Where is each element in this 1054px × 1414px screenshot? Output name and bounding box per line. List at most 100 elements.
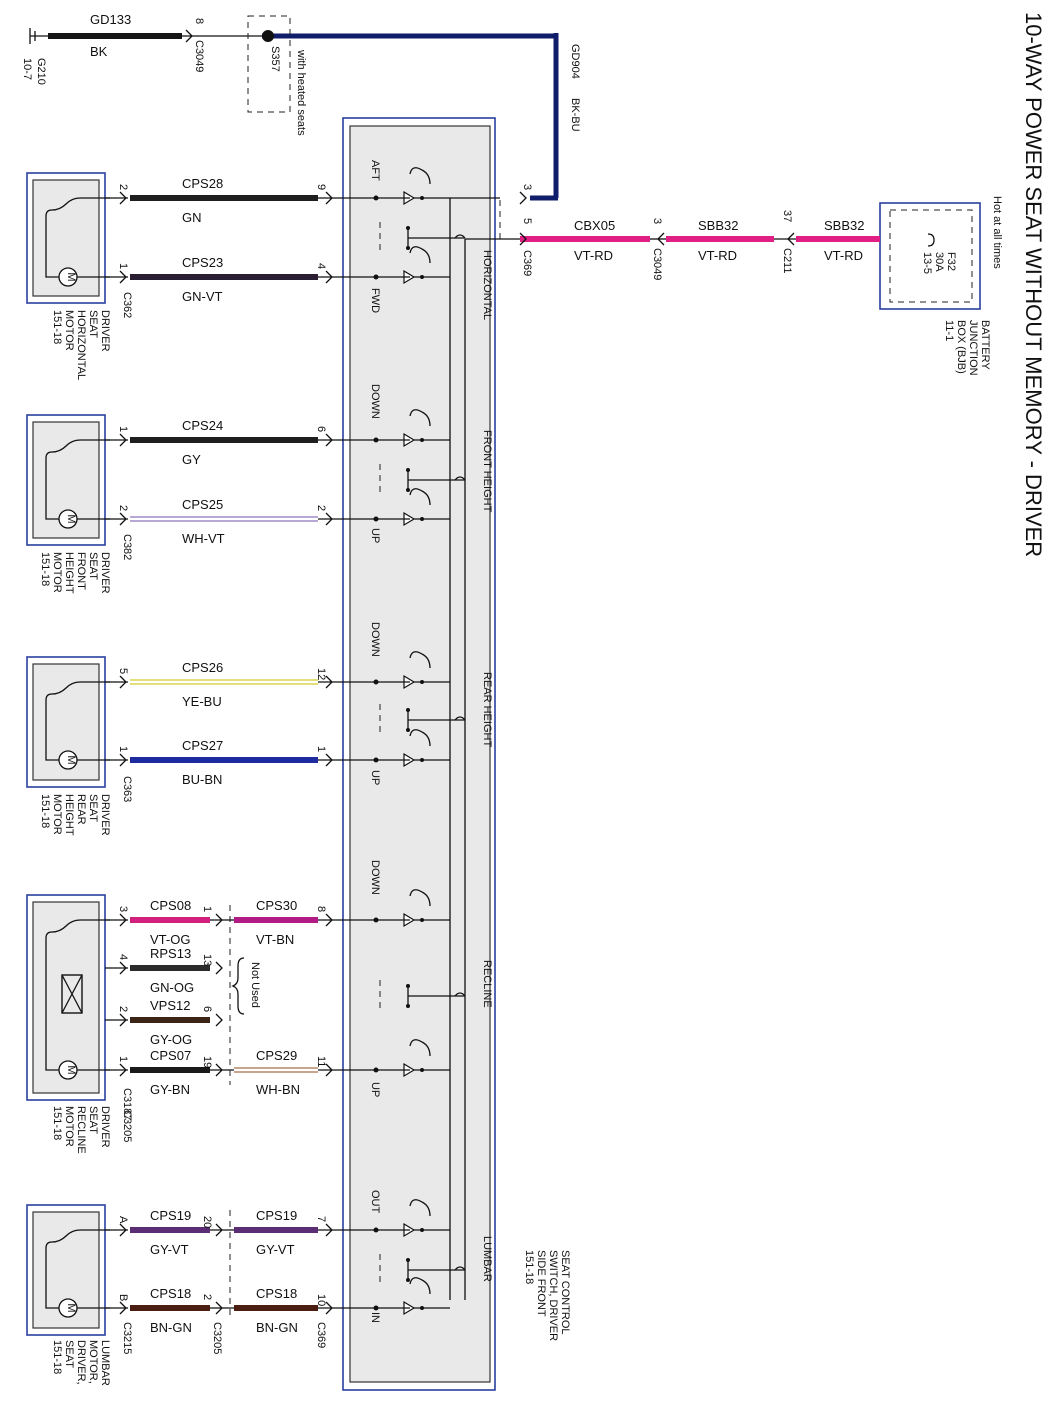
circuit-label: CPS29 [256, 1048, 297, 1063]
switch-node [420, 758, 424, 762]
ground-circuit-label: GD133 [90, 12, 131, 27]
switch-connector-arrow [325, 753, 333, 767]
svg-text:MOTOR: MOTOR [51, 552, 63, 593]
circuit-label: CPS23 [182, 255, 223, 270]
switch-pin: 9 [315, 184, 327, 190]
switch-node [420, 1068, 424, 1072]
splice-name: S357 [269, 46, 281, 72]
bjb-inner [889, 209, 973, 303]
bjb-label-4: 11-1 [943, 320, 955, 341]
motor-connector-arrow [119, 512, 127, 526]
connector-arrow-c3049-ground [185, 29, 193, 43]
motor-connector-arrow [119, 1013, 127, 1027]
switch-node [420, 196, 424, 200]
bjb-label-2: JUNCTION [967, 320, 979, 376]
svg-text:SEAT: SEAT [87, 1106, 99, 1134]
circuit-label: CPS18 [150, 1286, 191, 1301]
svg-text:MOTOR: MOTOR [63, 310, 75, 351]
svg-text:MOTOR: MOTOR [51, 794, 63, 835]
switch-pin: 1 [315, 746, 327, 752]
svg-text:HORIZONTAL: HORIZONTAL [75, 310, 87, 380]
ground-color-label: BK [90, 44, 108, 59]
circuit-label: RPS13 [150, 946, 191, 961]
switch-lever [409, 409, 431, 427]
switch-outer-box [342, 117, 496, 1391]
switch-lever [409, 889, 431, 907]
section-rear-height: REAR HEIGHT [481, 672, 493, 747]
c211-name: C211 [781, 248, 793, 273]
motor-recline: DRIVER SEAT RECLINE MOTOR 151-18 C3187 [26, 894, 133, 1154]
switch-connector-arrow [325, 1301, 333, 1315]
motor-pin: B [117, 1294, 129, 1301]
circuit-label: CPS19 [150, 1208, 191, 1223]
motor-pin: A [117, 1216, 129, 1224]
switch-pin: 10 [315, 1294, 327, 1306]
circuit-label: CPS28 [182, 176, 223, 191]
svg-text:LUMBAR: LUMBAR [99, 1340, 111, 1386]
conn-c363: C363 [121, 776, 133, 802]
pos-aft: AFT [369, 160, 381, 181]
section-horizontal: HORIZONTAL [481, 250, 493, 320]
switch-connector-arrow [325, 433, 333, 447]
svg-text:SEAT: SEAT [87, 552, 99, 580]
motor-connector-arrow [119, 270, 127, 284]
ground-ref: G210 [35, 58, 47, 85]
svg-text:MOTOR,: MOTOR, [87, 1340, 99, 1384]
switch-node [420, 517, 424, 521]
svg-text:FRONT: FRONT [75, 552, 87, 590]
svg-text:DRIVER: DRIVER [99, 310, 111, 352]
seg1-color: VT-RD [824, 248, 863, 263]
svg-text:RECLINE: RECLINE [75, 1106, 87, 1154]
motor-pin: 2 [117, 1006, 129, 1012]
switch-node [406, 1278, 410, 1282]
motor-connector-arrow [119, 433, 127, 447]
motor-connector-arrow [119, 1223, 127, 1237]
pos-up-recline: UP [369, 1082, 381, 1097]
svg-text:151-18: 151-18 [39, 794, 51, 828]
circuit-label: CPS07 [150, 1048, 191, 1063]
c3049-name: C3049 [651, 248, 663, 280]
switch-node [420, 1228, 424, 1232]
color-label: BU-BN [182, 772, 222, 787]
switch-inner-box [349, 125, 491, 1383]
color-label: VT-BN [256, 932, 294, 947]
switch-crossover [454, 992, 466, 997]
connector-arrow-c369-ground [519, 191, 527, 205]
diagram-title: 10-WAY POWER SEAT WITHOUT MEMORY - DRIVE… [1021, 12, 1046, 557]
svg-text:MOTOR: MOTOR [63, 1106, 75, 1147]
motor-pin: 5 [117, 668, 129, 674]
switch-node [406, 984, 410, 988]
motor-pin: 1 [117, 1056, 129, 1062]
motor-pin: 4 [117, 954, 129, 960]
svg-text:REAR: REAR [75, 794, 87, 825]
conn-c3187: C3187 [121, 1088, 133, 1120]
inline-conn-recline-label: C3205 [121, 1110, 133, 1142]
motor-pin: 2 [117, 505, 129, 511]
switch-connector-arrow [325, 675, 333, 689]
motor-connector-arrow [119, 961, 127, 975]
switch-pin: 12 [315, 668, 327, 680]
switch-lever [409, 1199, 431, 1217]
section-front-height: FRONT HEIGHT [481, 430, 493, 513]
motor-glyph: M [65, 272, 77, 281]
switch-connector-arrow [325, 191, 333, 205]
color-label: GY-VT [150, 1242, 189, 1257]
motor-pin: 1 [117, 746, 129, 752]
circuit-label: CPS27 [182, 738, 223, 753]
switch-pin: 8 [315, 906, 327, 912]
bjb-box [879, 202, 981, 310]
pos-down-recline: DOWN [369, 860, 381, 895]
switch-node [406, 1258, 410, 1262]
circuit-label: CPS08 [150, 898, 191, 913]
fuse-f32-icon [927, 233, 935, 247]
switch-node [406, 488, 410, 492]
color-label: GY-VT [256, 1242, 295, 1257]
switch-node [420, 438, 424, 442]
switch-crossover [454, 476, 466, 481]
switch-label-1: SEAT CONTROL [559, 1250, 571, 1335]
switch-pin-power: 5 [521, 218, 533, 224]
switch-node [406, 226, 410, 230]
switch-lever [409, 651, 431, 669]
motor-glyph: M [65, 514, 77, 523]
